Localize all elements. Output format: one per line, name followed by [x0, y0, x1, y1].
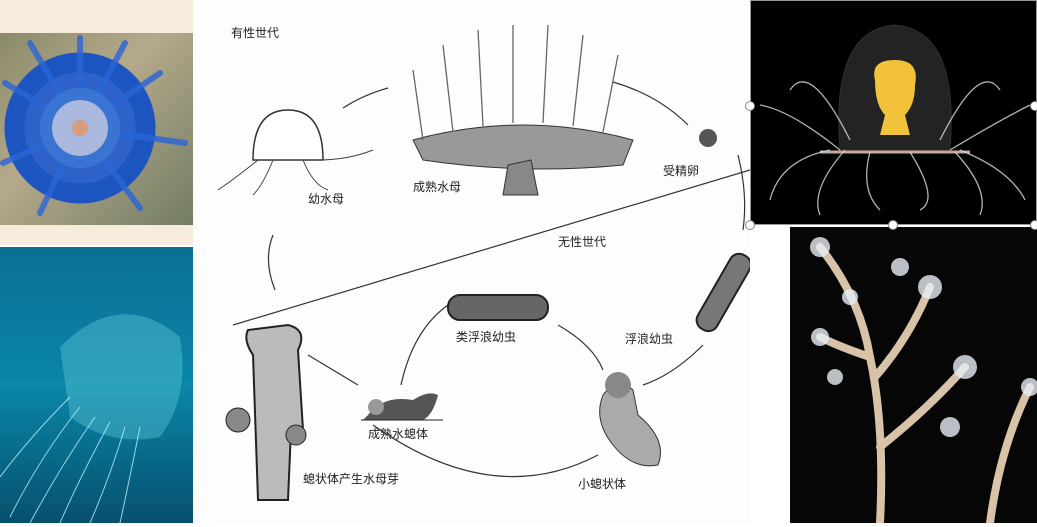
resize-handle-bottom-left[interactable]	[745, 220, 755, 230]
resize-handle-mid-left[interactable]	[745, 101, 755, 111]
life-cycle-drawing	[217, 24, 752, 501]
label-sexual-generation: 有性世代	[231, 26, 280, 40]
label-planula: 浮浪幼虫	[625, 332, 674, 346]
arrow-egg-to-planula	[737, 154, 746, 231]
arrow-budding-to-young-medusa	[267, 234, 276, 291]
label-mature-medusa: 成熟水母	[413, 180, 462, 194]
photo-blue-porpita[interactable]	[0, 33, 203, 225]
label-mature-polyp: 成熟水螅体	[368, 427, 429, 441]
label-fertilized-egg: 受精卵	[663, 164, 700, 178]
arrow-young-polyp-to-mature-polyp	[372, 424, 599, 478]
arrow-planula-like-to-young-polyp	[557, 324, 604, 371]
resize-handle-bottom-center[interactable]	[888, 220, 898, 230]
resize-handle-bottom-right[interactable]	[1030, 220, 1037, 230]
jellyfish-illustration	[0, 314, 183, 524]
arrow-planula-to-polyp	[642, 344, 704, 386]
porpita-tentacles-illustration	[0, 35, 188, 216]
resize-handle-mid-right[interactable]	[1030, 101, 1037, 111]
arrow-polyp-to-planula-like	[400, 304, 449, 386]
life-cycle-diagram[interactable]: 有性世代 幼水母 成熟水母 受精卵 无性世代 浮浪幼虫 类浮浪幼虫 成熟水螅体 …	[193, 0, 752, 523]
label-polyp-budding: 螅状体产生水母芽	[303, 472, 400, 486]
photo-immortal-jellyfish[interactable]	[750, 0, 1037, 225]
hydroid-illustration	[810, 237, 1037, 527]
label-young-polyp: 小螅状体	[578, 477, 627, 491]
label-planula-like: 类浮浪幼虫	[456, 330, 517, 344]
selection-border	[750, 0, 1037, 225]
arrow-mature-polyp-to-budding	[307, 354, 359, 386]
generation-divider-line	[232, 169, 751, 326]
label-young-medusa: 幼水母	[308, 192, 345, 206]
arrow-young-to-mature	[342, 87, 389, 109]
photo-deep-sea-jellyfish[interactable]	[0, 247, 203, 524]
label-asexual-generation: 无性世代	[558, 235, 607, 249]
photo-hydroid-colony[interactable]	[790, 227, 1037, 527]
arrow-mature-to-egg	[612, 81, 689, 126]
immortal-jellyfish-illustration	[759, 24, 1031, 216]
